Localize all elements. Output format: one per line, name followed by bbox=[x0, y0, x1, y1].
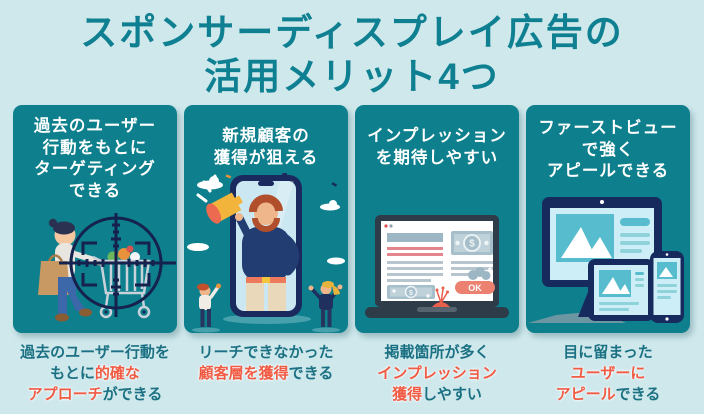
phone-device bbox=[650, 251, 684, 323]
benefit-column-2: 新規顧客の 獲得が狙える bbox=[184, 105, 348, 405]
tablet-device bbox=[588, 259, 654, 321]
card-2-caption: リーチできなかった顧客層を獲得できる bbox=[184, 342, 348, 384]
cheering-person-left bbox=[192, 283, 221, 333]
card-3-heading: インプレッション を期待しやすい bbox=[367, 127, 507, 167]
caption-accent-text: 獲得 bbox=[392, 386, 423, 403]
currency-symbol: $ bbox=[409, 288, 414, 297]
caption-text: ができる bbox=[102, 386, 163, 403]
card-2-heading: 新規顧客の 獲得が狙える bbox=[213, 127, 319, 167]
laptop-base bbox=[365, 307, 509, 318]
mountain-image-icon bbox=[659, 267, 673, 277]
ok-label: OK bbox=[468, 283, 482, 293]
caption-text: 目に留まった bbox=[563, 344, 653, 361]
targeting-shopper-illustration bbox=[38, 213, 176, 322]
mountain-image-icon bbox=[561, 227, 596, 258]
caption-text: 過去のユーザー行動を bbox=[20, 344, 170, 361]
caption-text: リーチできなかった bbox=[198, 344, 334, 361]
page-title: スポンサーディスプレイ広告の 活用メリット4つ bbox=[80, 12, 624, 97]
caption-text: できる bbox=[288, 365, 334, 382]
benefit-card-1: 過去のユーザー 行動をもとに ターゲティング できる bbox=[13, 105, 177, 333]
benefit-card-4: ファーストビュー で強く アピールできる bbox=[526, 105, 690, 333]
megaphone-icon bbox=[206, 192, 243, 224]
benefit-column-1: 過去のユーザー 行動をもとに ターゲティング できる bbox=[13, 105, 177, 405]
caption-accent-text: アピール bbox=[555, 386, 616, 403]
benefit-column-3: インプレッション を期待しやすい bbox=[355, 105, 519, 405]
card-4-heading: ファーストビュー で強く アピールできる bbox=[538, 119, 678, 180]
card-1-heading: 過去のユーザー 行動をもとに ターゲティング できる bbox=[33, 117, 157, 200]
responsive-devices-illustration bbox=[528, 197, 684, 323]
caption-text: しやすい bbox=[422, 386, 482, 403]
benefit-column-4: ファーストビュー で強く アピールできる bbox=[526, 105, 690, 405]
coral-plant bbox=[432, 286, 450, 307]
spokesman-figure bbox=[196, 174, 299, 311]
caption-accent-text: アプローチ bbox=[27, 386, 103, 403]
caption-accent-text: ユーザーに bbox=[570, 365, 646, 382]
laptop-impressions-illustration: $ $ bbox=[365, 215, 509, 318]
dollar-bill-bottom: $ bbox=[387, 285, 435, 299]
card-1-caption: 過去のユーザー行動をもとに的確なアプローチができる bbox=[13, 342, 177, 405]
cheering-person-right bbox=[308, 281, 343, 333]
card-3-caption: 掲載箇所が多くインプレッション獲得しやすい bbox=[355, 342, 519, 405]
caption-text: できる bbox=[615, 386, 661, 403]
coin-pile bbox=[468, 267, 492, 280]
caption-text: 掲載箇所が多く bbox=[384, 344, 490, 361]
caption-accent-text: 顧客層を獲得 bbox=[198, 365, 289, 382]
benefit-cards-row: 過去のユーザー 行動をもとに ターゲティング できる bbox=[13, 105, 691, 405]
currency-symbol: $ bbox=[469, 239, 475, 250]
benefit-card-2: 新規顧客の 獲得が狙える bbox=[184, 105, 348, 333]
dollar-bill-top: $ bbox=[451, 231, 493, 276]
caption-accent-text: 的確な bbox=[94, 365, 140, 382]
caption-accent-text: インプレッション bbox=[377, 365, 497, 382]
card-4-caption: 目に留まったユーザーにアピールできる bbox=[526, 342, 690, 405]
caption-text: もとに bbox=[50, 365, 95, 382]
benefit-card-3: インプレッション を期待しやすい bbox=[355, 105, 519, 333]
ok-button: OK bbox=[455, 281, 495, 294]
mountain-image-icon bbox=[602, 277, 622, 294]
crosshair-icon bbox=[59, 213, 176, 317]
megaphone-man-illustration bbox=[187, 173, 345, 333]
